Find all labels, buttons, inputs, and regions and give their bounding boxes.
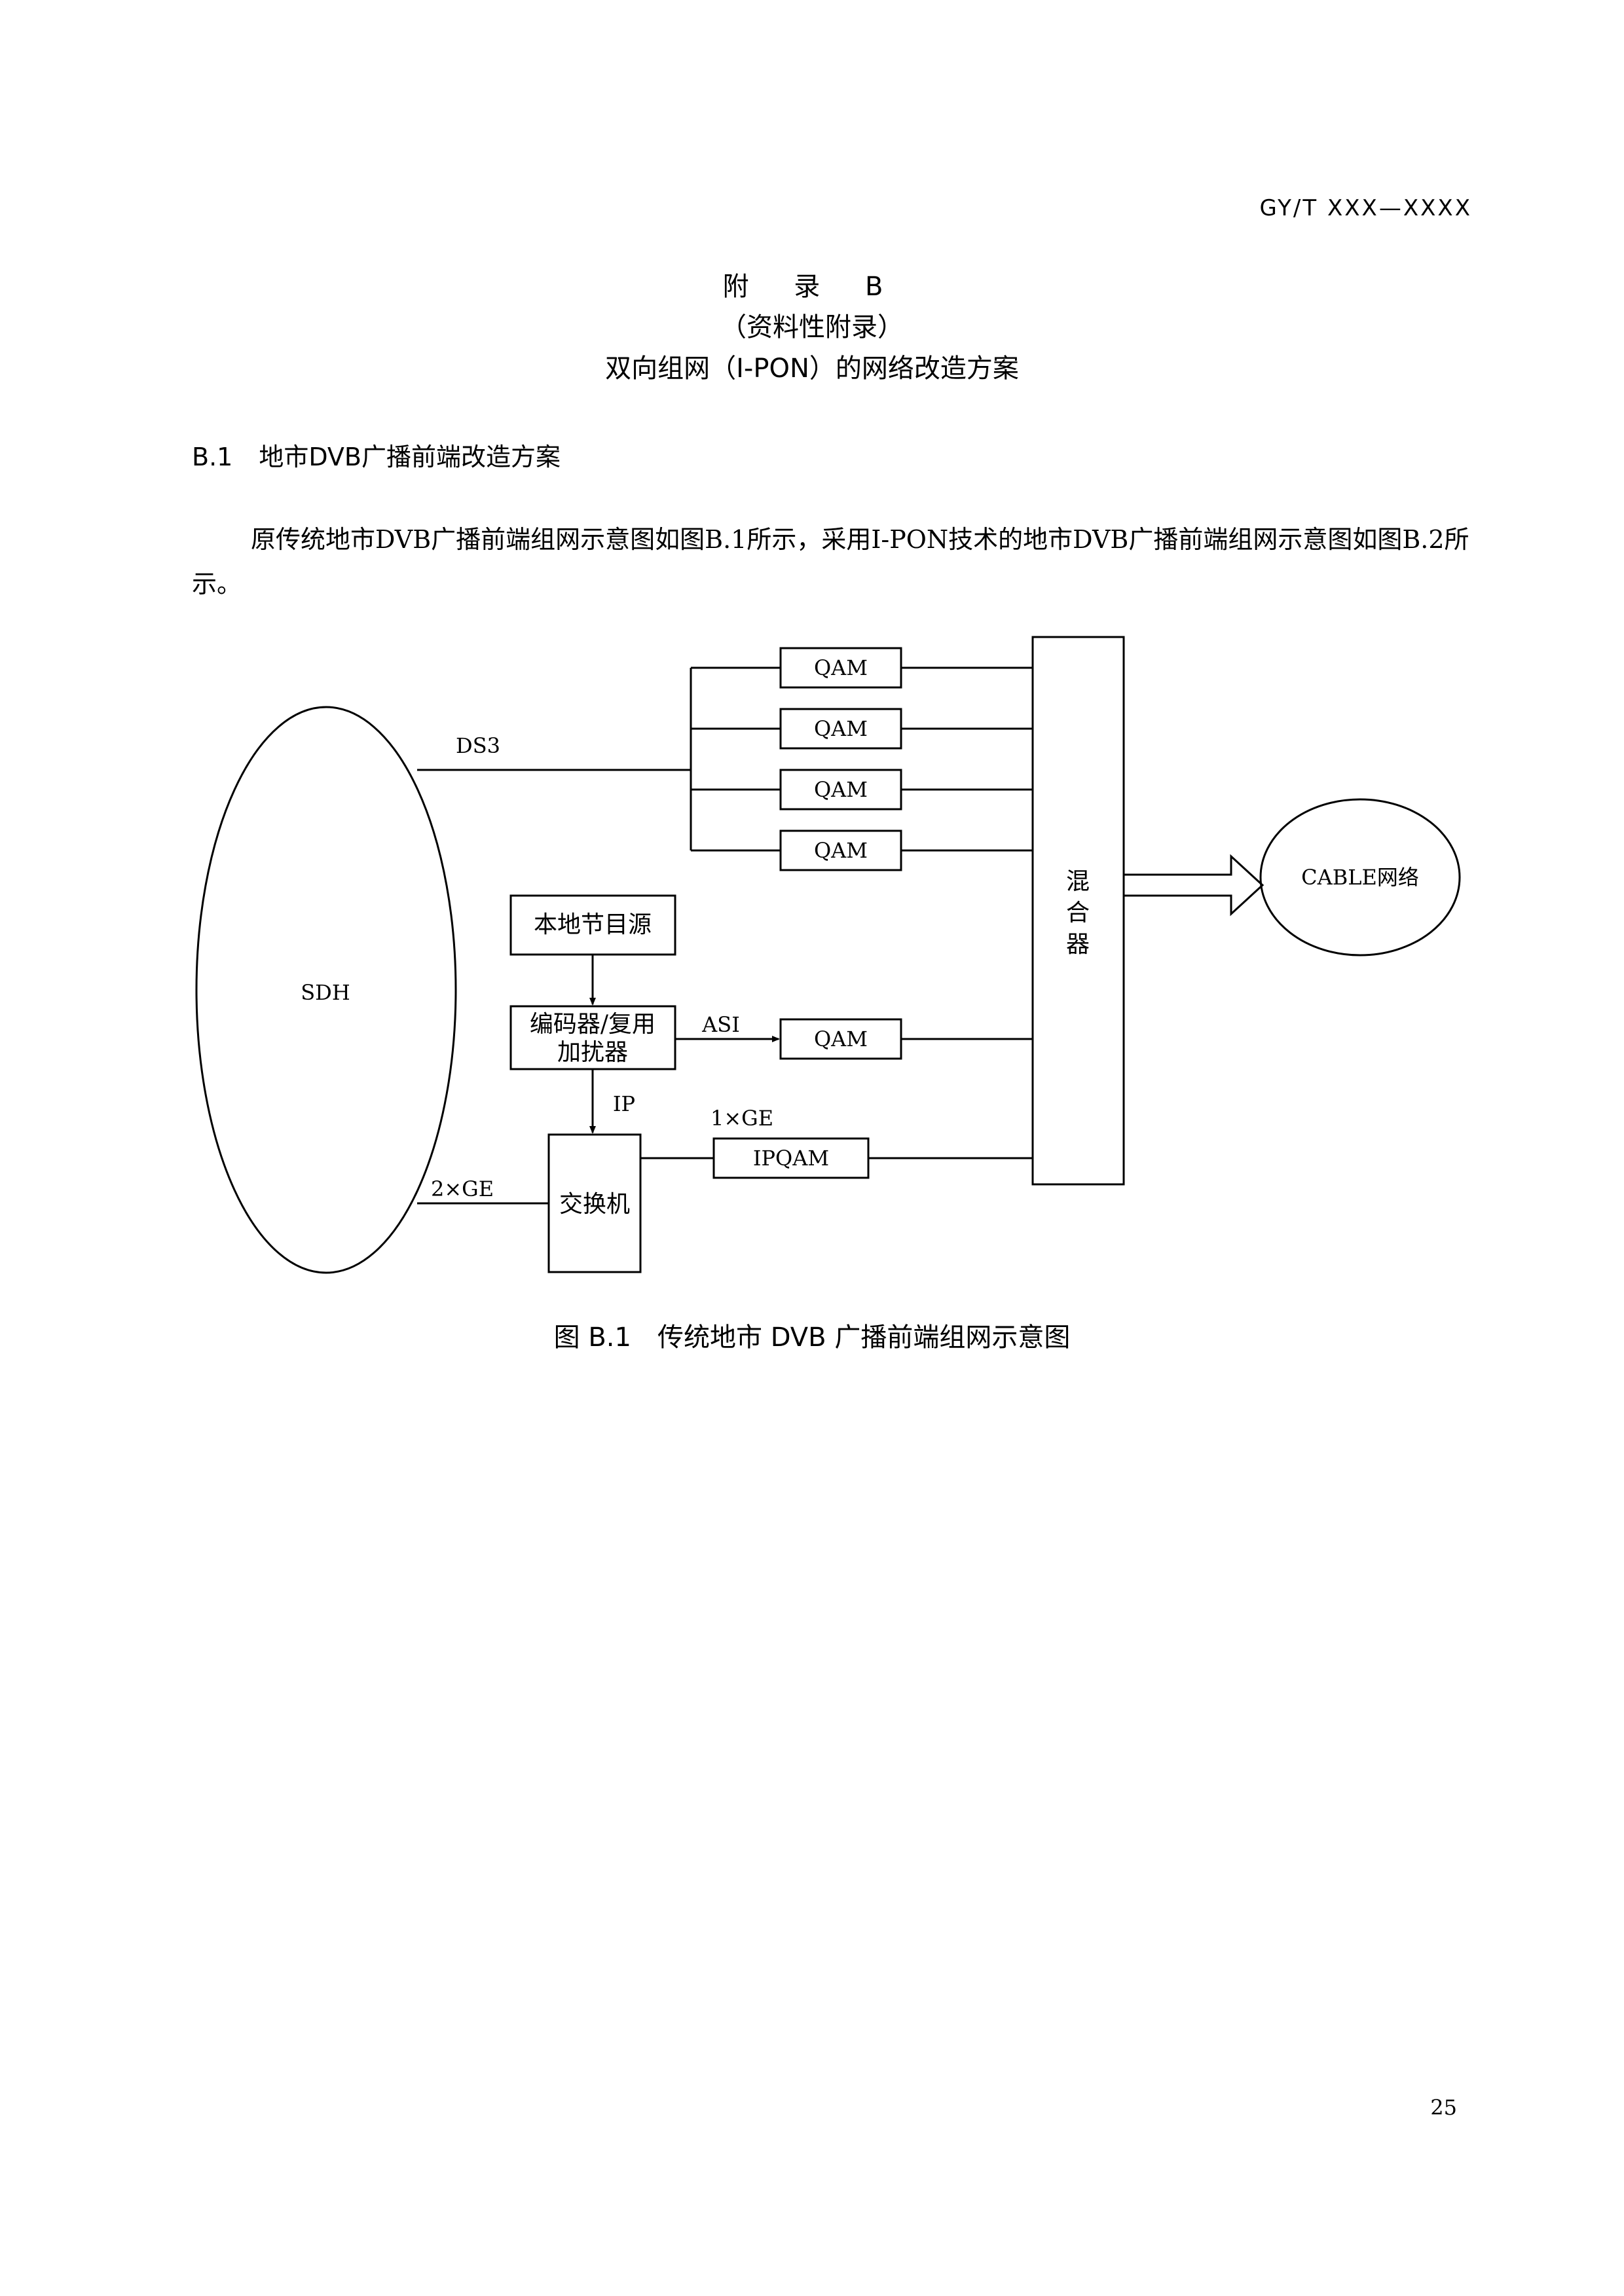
ds3-label: DS3 bbox=[456, 733, 500, 758]
section-number: B.1 bbox=[192, 443, 233, 471]
encoder-label-line1: 编码器/复用 bbox=[530, 1011, 655, 1038]
ge2-label: 2×GE bbox=[431, 1176, 494, 1201]
qam-label-3: QAM bbox=[814, 777, 868, 802]
qam-label-1: QAM bbox=[814, 655, 868, 680]
ge1-label: 1×GE bbox=[710, 1106, 773, 1131]
asi-label: ASI bbox=[701, 1012, 740, 1037]
asi-qam-label: QAM bbox=[814, 1027, 868, 1051]
local-source-label: 本地节目源 bbox=[534, 911, 652, 938]
section-title: 地市DVB广播前端改造方案 bbox=[259, 443, 561, 471]
mixer-box bbox=[1031, 636, 1125, 1186]
qam-label-4: QAM bbox=[814, 838, 868, 863]
encoder-label-line2: 加扰器 bbox=[557, 1039, 628, 1066]
page-number: 25 bbox=[1430, 2095, 1457, 2120]
figure-caption: 图 B.1 传统地市 DVB 广播前端组网示意图 bbox=[0, 1316, 1624, 1354]
switch-label: 交换机 bbox=[559, 1191, 630, 1218]
mixer-label-char: 器 bbox=[1066, 931, 1090, 958]
cable-network-label: CABLE网络 bbox=[1301, 865, 1419, 890]
mixer-label-char: 混 bbox=[1066, 868, 1090, 895]
figure-caption-text: 传统地市 DVB 广播前端组网示意图 bbox=[657, 1322, 1071, 1353]
mixer-label: 混合器 bbox=[1066, 868, 1090, 958]
section-paragraph: 原传统地市DVB广播前端组网示意图如图B.1所示，采用I-PON技术的地市DVB… bbox=[192, 525, 1469, 598]
appendix-subtitle: （资料性附录） bbox=[720, 312, 904, 342]
figure-number: 图 B.1 bbox=[553, 1322, 631, 1353]
cable-network-ellipse bbox=[1259, 798, 1461, 957]
sdh-ring bbox=[195, 706, 457, 1274]
appendix-title: 附 录 B bbox=[722, 272, 902, 302]
ipqam-label: IPQAM bbox=[753, 1146, 829, 1171]
qam-label-2: QAM bbox=[814, 716, 868, 741]
output-arrow bbox=[1124, 854, 1264, 917]
appendix-name: 双向组网（I-PON）的网络改造方案 bbox=[605, 354, 1019, 384]
sdh-label: SDH bbox=[301, 980, 350, 1005]
ip-label: IP bbox=[613, 1091, 635, 1116]
section-heading: B.1 地市DVB广播前端改造方案 bbox=[192, 437, 561, 473]
document-code: GY/T XXX—XXXX bbox=[1259, 195, 1472, 221]
mixer-label-char: 合 bbox=[1066, 900, 1090, 926]
